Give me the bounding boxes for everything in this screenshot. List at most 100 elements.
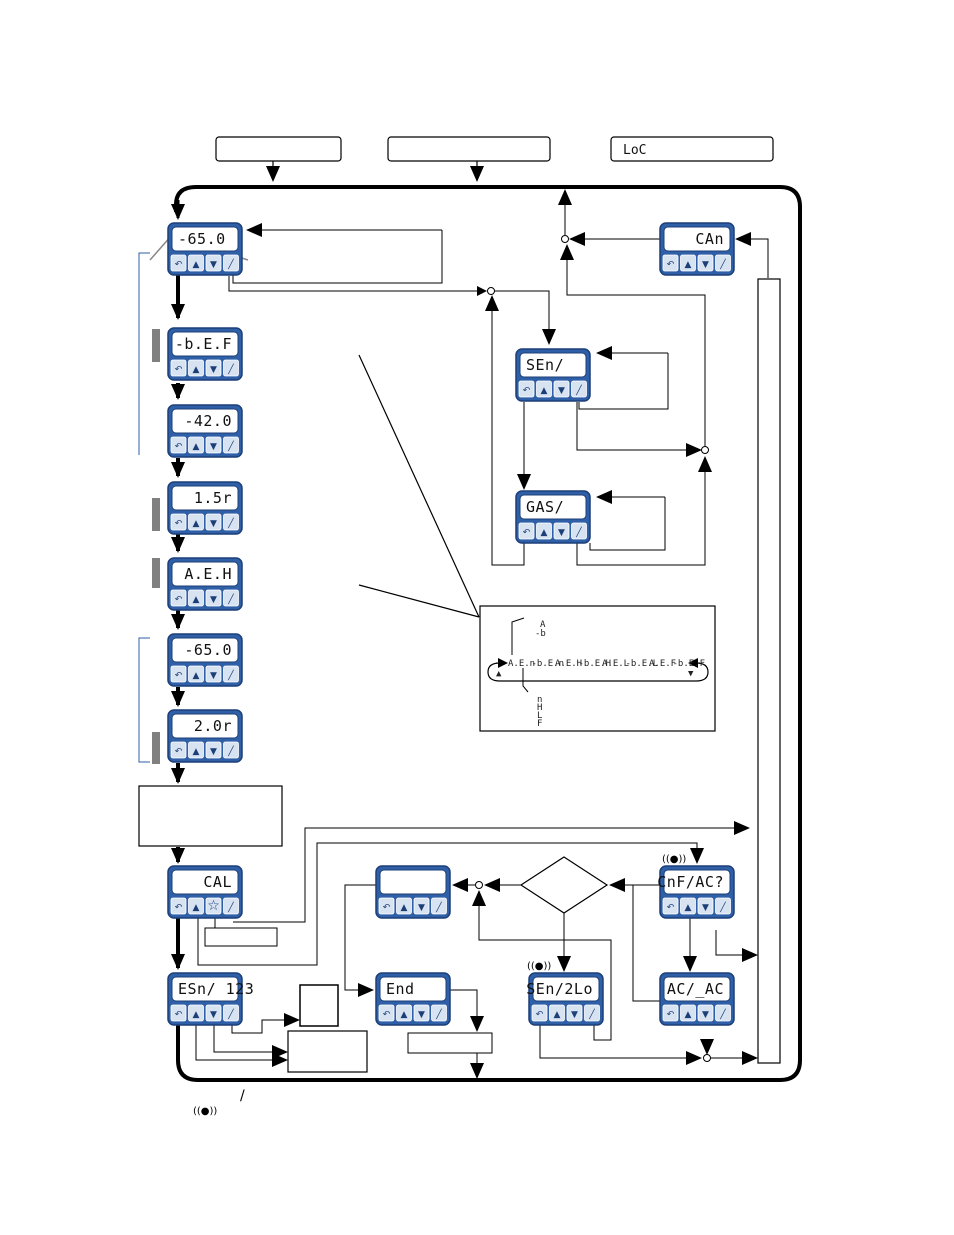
display-unit-acac: AC/_AC↶▲▼╱: [659, 972, 735, 1026]
key-edit-icon[interactable]: ╱: [223, 665, 239, 683]
key-up-icon[interactable]: ▲: [188, 897, 204, 915]
down-icon: ▼: [702, 903, 709, 913]
key-edit-icon[interactable]: ╱: [223, 436, 239, 454]
key-edit-icon[interactable]: ╱: [431, 1004, 447, 1022]
main-loop-frame: [174, 185, 802, 1082]
display-unit-sen: SEn/↶▲▼╱: [515, 348, 591, 402]
top-box-left: [215, 136, 342, 162]
key-down-icon[interactable]: ▼: [566, 1004, 583, 1022]
key-back-icon[interactable]: ↶: [531, 1004, 548, 1022]
key-up-icon[interactable]: ▲: [188, 589, 204, 607]
key-edit-icon[interactable]: ╱: [571, 522, 587, 540]
key-down-icon[interactable]: ▼: [553, 380, 570, 398]
key-back-icon[interactable]: ↶: [170, 589, 187, 607]
edit-icon: ╱: [435, 1008, 442, 1020]
key-back-icon[interactable]: ↶: [518, 380, 535, 398]
key-edit-icon[interactable]: ╱: [223, 1004, 239, 1022]
key-up-icon[interactable]: ▲: [680, 254, 696, 272]
key-up-icon[interactable]: ▲: [396, 897, 412, 915]
key-up-icon[interactable]: ▲: [188, 741, 204, 759]
key-back-icon[interactable]: ↶: [378, 1004, 395, 1022]
key-down-icon[interactable]: ▼: [205, 254, 222, 272]
gray-bar-time1: [152, 498, 160, 531]
key-down-icon[interactable]: ▼: [553, 522, 570, 540]
key-edit-icon[interactable]: ╱: [571, 380, 587, 398]
key-back-icon[interactable]: ↶: [518, 522, 535, 540]
key-star-icon[interactable]: ☆: [205, 897, 222, 915]
key-up-icon[interactable]: ▲: [188, 1004, 204, 1022]
key-up-icon[interactable]: ▲: [680, 1004, 696, 1022]
key-edit-icon[interactable]: ╱: [223, 513, 239, 531]
key-back-icon[interactable]: ↶: [662, 897, 679, 915]
cycle-item: -b.E.n: [532, 659, 565, 669]
key-down-icon[interactable]: ▼: [205, 513, 222, 531]
cycle-item: -b.E.L: [626, 659, 659, 669]
display-unit-sen2lo: SEn/2Lo↶▲▼╱: [526, 972, 604, 1026]
edit-icon: ╱: [227, 901, 234, 913]
star-icon: ☆: [207, 898, 220, 914]
up-icon: ▲: [541, 386, 548, 396]
edit-icon: ╱: [227, 517, 234, 529]
key-back-icon[interactable]: ↶: [378, 897, 395, 915]
key-down-icon[interactable]: ▼: [697, 254, 714, 272]
key-back-icon[interactable]: ↶: [170, 741, 187, 759]
key-back-icon[interactable]: ↶: [170, 897, 187, 915]
key-down-icon[interactable]: ▼: [413, 897, 430, 915]
edit-icon: ╱: [575, 526, 582, 538]
key-edit-icon[interactable]: ╱: [223, 254, 239, 272]
key-edit-icon[interactable]: ╱: [715, 897, 731, 915]
cycle-item: A.E.L: [602, 659, 629, 669]
key-back-icon[interactable]: ↶: [662, 1004, 679, 1022]
key-up-icon[interactable]: ▲: [188, 665, 204, 683]
key-up-icon[interactable]: ▲: [188, 436, 204, 454]
edit-icon: ╱: [435, 901, 442, 913]
key-back-icon[interactable]: ↶: [662, 254, 679, 272]
up-icon: ▲: [685, 903, 692, 913]
lcd-screen: [171, 408, 239, 434]
key-down-icon[interactable]: ▼: [205, 589, 222, 607]
down-icon: ▼: [571, 1010, 578, 1020]
key-up-icon[interactable]: ▲: [680, 897, 696, 915]
lcd-value: CnF/AC?: [657, 873, 724, 891]
key-down-icon[interactable]: ▼: [205, 436, 222, 454]
key-back-icon[interactable]: ↶: [170, 359, 187, 377]
key-down-icon[interactable]: ▼: [205, 665, 222, 683]
key-up-icon[interactable]: ▲: [396, 1004, 412, 1022]
up-icon: ▲: [193, 747, 200, 757]
display-unit-can: CAn↶▲▼╱: [659, 222, 735, 276]
key-edit-icon[interactable]: ╱: [223, 589, 239, 607]
edit-icon: ╱: [227, 593, 234, 605]
display-unit-alarm: A.E.H↶▲▼╱: [167, 557, 243, 611]
key-edit-icon[interactable]: ╱: [223, 359, 239, 377]
key-back-icon[interactable]: ↶: [170, 513, 187, 531]
down-icon: ▼: [210, 260, 217, 270]
lcd-value: -b.E.F: [175, 335, 232, 353]
key-edit-icon[interactable]: ╱: [223, 741, 239, 759]
key-up-icon[interactable]: ▲: [536, 380, 552, 398]
key-back-icon[interactable]: ↶: [170, 254, 187, 272]
display-unit-time1: 1.5r↶▲▼╱: [167, 481, 243, 535]
key-edit-icon[interactable]: ╱: [584, 1004, 600, 1022]
key-down-icon[interactable]: ▼: [697, 1004, 714, 1022]
key-edit-icon[interactable]: ╱: [715, 1004, 731, 1022]
key-down-icon[interactable]: ▼: [205, 359, 222, 377]
key-edit-icon[interactable]: ╱: [431, 897, 447, 915]
key-up-icon[interactable]: ▲: [188, 254, 204, 272]
key-up-icon[interactable]: ▲: [188, 513, 204, 531]
key-up-icon[interactable]: ▲: [188, 359, 204, 377]
key-back-icon[interactable]: ↶: [170, 1004, 187, 1022]
key-back-icon[interactable]: ↶: [170, 436, 187, 454]
up-icon: ▲: [685, 260, 692, 270]
key-up-icon[interactable]: ▲: [536, 522, 552, 540]
key-down-icon[interactable]: ▼: [205, 741, 222, 759]
key-down-icon[interactable]: ▼: [413, 1004, 430, 1022]
key-edit-icon[interactable]: ╱: [715, 254, 731, 272]
key-down-icon[interactable]: ▼: [205, 1004, 222, 1022]
key-back-icon[interactable]: ↶: [170, 665, 187, 683]
gray-bar-defrost: [152, 329, 160, 362]
key-down-icon[interactable]: ▼: [697, 897, 714, 915]
key-up-icon[interactable]: ▲: [549, 1004, 565, 1022]
key-edit-icon[interactable]: ╱: [223, 897, 239, 915]
alarm-icon: ((●)): [527, 961, 551, 972]
lcd-value: End: [386, 980, 415, 998]
